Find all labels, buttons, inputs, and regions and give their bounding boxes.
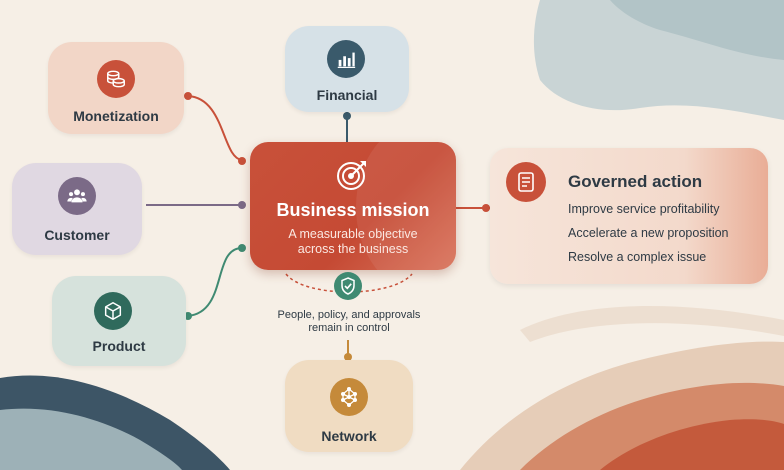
governed-title: Governed action [568,172,703,191]
node-label: Financial [316,87,378,103]
node-label: Product [92,338,146,354]
connector-dot [184,92,192,100]
node-label: Monetization [73,108,159,124]
node-label: Network [321,428,377,444]
node-monetization[interactable]: Monetization [48,42,184,134]
cube-icon [94,292,132,330]
mission-title: Business mission [276,200,430,220]
governed-item: Resolve a complex issue [568,250,707,264]
control-text: People, policy, and approvals remain in … [277,309,421,334]
connector-product [187,247,243,317]
node-customer[interactable]: Customer [12,163,142,255]
node-label: Customer [44,227,110,243]
shield-check-icon [334,272,362,300]
connector-dot [238,157,246,165]
connector-dot [238,244,246,252]
network-icon [330,378,368,416]
node-business-mission[interactable]: Business mission A measurable objective … [250,142,456,270]
document-icon [506,162,546,202]
connector-dot [343,112,351,120]
node-product[interactable]: Product [52,276,186,366]
connector-monetization [187,95,243,161]
node-governed-action[interactable]: Governed action Improve service profitab… [490,148,768,284]
governed-item: Improve service profitability [568,202,720,216]
connector-dot [184,312,192,320]
node-network[interactable]: Network [285,360,413,452]
mission-decoration [356,142,456,270]
coins-icon [97,60,135,98]
connector-dot [482,204,490,212]
mission-subtitle: A measurable objective across the busine… [288,227,418,256]
governed-item: Accelerate a new proposition [568,226,729,240]
connector-dot [344,353,352,361]
connector-dot [238,201,246,209]
people-icon [58,177,96,215]
target-icon [336,158,370,192]
bar-chart-icon [327,40,365,78]
node-financial[interactable]: Financial [285,26,409,112]
